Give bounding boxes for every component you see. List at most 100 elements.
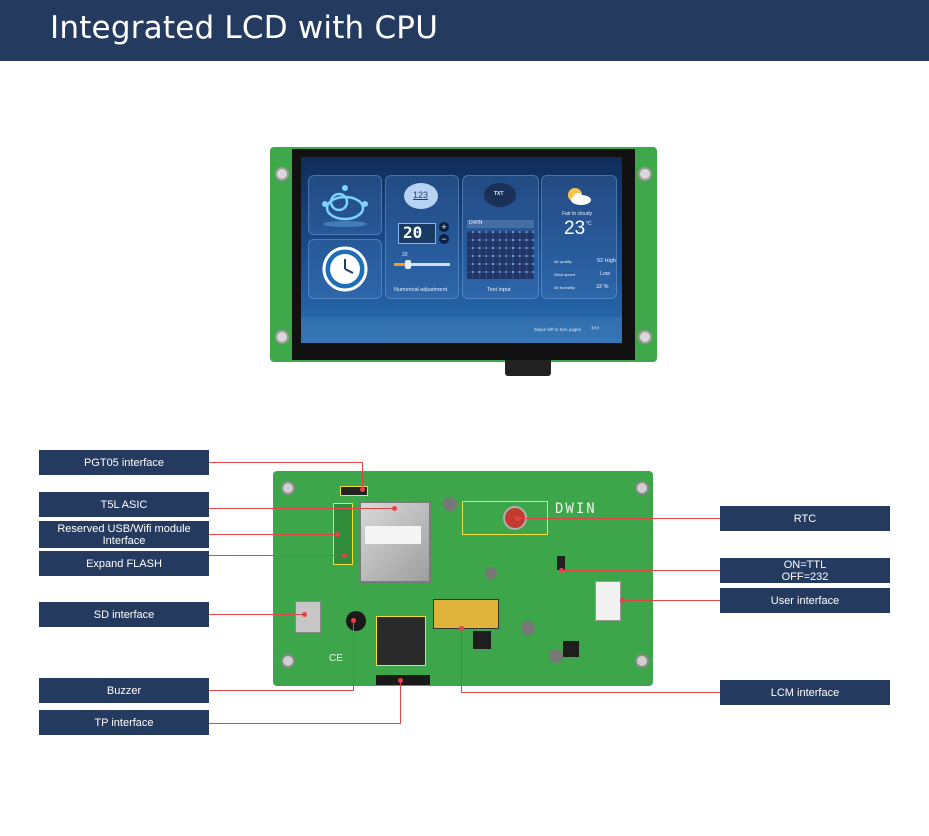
humidity-label: Air humidity [554, 285, 575, 290]
slider-track[interactable] [394, 263, 450, 266]
air-quality-label: Air quality [554, 259, 572, 264]
ic-chip [473, 631, 491, 649]
mount-hole-icon [638, 330, 652, 344]
keyboard-grid[interactable] [467, 231, 534, 279]
board-logo: DWIN [555, 501, 597, 517]
numeric-card: 123 20 + − 20 Numerical adjustment [385, 175, 459, 299]
text-input-card: TXT DWIN Text input [462, 175, 539, 299]
wind-speed-label: Wind speed [554, 272, 576, 277]
leader-line [362, 462, 363, 489]
swipe-hint[interactable]: Swipe left to turn pages [534, 327, 582, 332]
callout-usb-wifi-line2: Interface [102, 534, 146, 547]
callout-usb-wifi: Reserved USB/Wifi module Interface [39, 521, 209, 548]
leader-dot [559, 568, 564, 573]
tp-connector [376, 616, 426, 666]
fpc-connector [505, 360, 551, 376]
number-badge [404, 183, 438, 209]
clock-card [308, 239, 382, 299]
leader-dot [360, 487, 365, 492]
counter-value: 20 [403, 223, 423, 242]
callout-lcm: LCM interface [720, 680, 890, 705]
leader-line [209, 614, 304, 615]
leader-line [517, 518, 720, 519]
leader-line [461, 628, 462, 693]
leader-dot [302, 612, 307, 617]
callout-ttl: ON=TTL OFF=232 [720, 558, 890, 583]
slider-thumb[interactable] [405, 260, 411, 269]
text-input-value: DWIN [469, 220, 483, 226]
callout-flash: Expand FLASH [39, 551, 209, 576]
mount-hole-icon [635, 654, 649, 668]
counter-display [398, 223, 436, 244]
leader-dot [515, 516, 520, 521]
slider-fill [394, 263, 408, 266]
slider-value: 20 [402, 252, 408, 258]
page-title: Integrated LCD with CPU [50, 10, 439, 46]
leader-dot [335, 532, 340, 537]
mount-hole-icon [635, 481, 649, 495]
capacitor [485, 567, 497, 579]
callout-buzzer: Buzzer [39, 678, 209, 703]
wind-speed-value: Low [600, 271, 611, 277]
screen-bottom-bar [301, 317, 622, 343]
clock-icon [322, 246, 368, 292]
mount-hole-icon [275, 167, 289, 181]
display-screen: 123 20 + − 20 Numerical adjustment TXT D… [301, 157, 622, 343]
callout-user: User interface [720, 588, 890, 613]
leader-dot [459, 626, 464, 631]
callout-pgt05: PGT05 interface [39, 450, 209, 475]
weather-description: Fair to cloudy [562, 211, 593, 217]
leader-line [561, 570, 720, 571]
callout-sd: SD interface [39, 602, 209, 627]
minus-button[interactable]: − [439, 234, 449, 244]
mount-hole-icon [275, 330, 289, 344]
leader-line [400, 680, 401, 724]
leader-line [209, 555, 344, 556]
number-badge-text: 123 [413, 190, 429, 200]
ic-chip [563, 641, 579, 657]
leader-line [209, 534, 337, 535]
lcd-module-front: 123 20 + − 20 Numerical adjustment TXT D… [270, 147, 657, 376]
leader-line [209, 462, 363, 463]
cloud-network-icon [322, 185, 368, 227]
text-input-field[interactable] [467, 220, 534, 228]
plus-button[interactable]: + [439, 222, 449, 232]
mount-hole-icon [638, 167, 652, 181]
chevron-right-icon[interactable]: ››› [591, 323, 599, 332]
sun-cloud-icon [568, 188, 591, 205]
capacitor [521, 621, 535, 635]
leader-line [209, 508, 394, 509]
mount-hole-icon [281, 654, 295, 668]
leader-line [209, 690, 354, 691]
callout-ttl-line1: ON=TTL [783, 558, 827, 571]
air-quality-value: 52 High [597, 258, 616, 264]
header-bar: Integrated LCD with CPU [0, 0, 929, 61]
leader-line [353, 620, 354, 691]
leader-line [462, 692, 720, 693]
tp-fpc [376, 675, 430, 685]
txt-badge [484, 183, 516, 207]
pcb-back: DWIN CE [273, 471, 653, 686]
leader-line [622, 600, 720, 601]
temperature-unit: °C [586, 221, 592, 227]
leader-dot [392, 506, 397, 511]
callout-tp: TP interface [39, 710, 209, 735]
leader-dot [342, 553, 347, 558]
leader-dot [620, 598, 625, 603]
leader-line [209, 723, 401, 724]
ttl-switch [557, 556, 565, 570]
callout-t5l: T5L ASIC [39, 492, 209, 517]
mount-hole-icon [281, 481, 295, 495]
sd-slot [295, 601, 321, 633]
humidity-value: 32 % [596, 284, 609, 290]
callout-rtc: RTC [720, 506, 890, 531]
callout-usb-wifi-line1: Reserved USB/Wifi module [57, 522, 191, 535]
pgt05-header [340, 486, 368, 496]
text-input-caption: Text input [487, 287, 511, 293]
capacitor [549, 649, 563, 663]
txt-badge-text: TXT [494, 191, 504, 197]
lcm-connector [433, 599, 499, 629]
ce-mark: CE [329, 653, 343, 664]
temperature-value: 23 [564, 218, 586, 239]
numeric-caption: Numerical adjustment [394, 287, 448, 293]
